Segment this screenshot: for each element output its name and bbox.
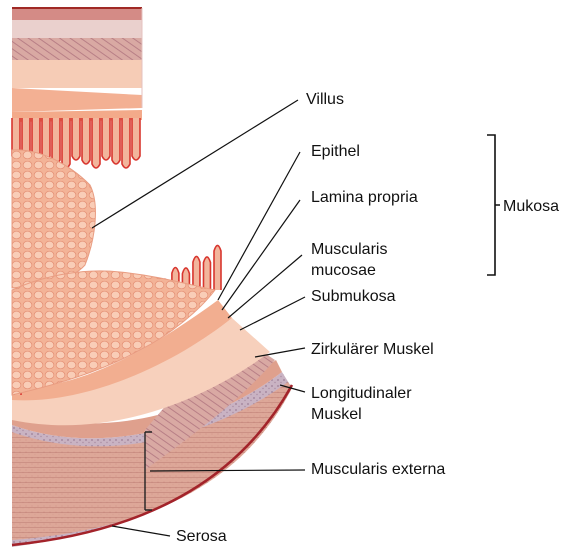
label-mukosa: Mukosa [503, 197, 559, 216]
label-longitudinaler-1: Longitudinaler [311, 384, 412, 403]
leader-epithel [218, 152, 300, 300]
label-epithel: Epithel [311, 142, 360, 161]
leader-serosa [112, 526, 170, 536]
villus-blob [12, 150, 95, 288]
label-zirkulaerer-muskel: Zirkulärer Muskel [311, 340, 434, 359]
label-serosa: Serosa [176, 527, 227, 546]
leader-lamina-propria [222, 200, 300, 310]
mukosa-bracket [487, 135, 500, 275]
leader-submukosa [240, 297, 305, 330]
label-muscularis-externa: Muscularis externa [311, 460, 445, 479]
label-muscularis-mucosae-2: mucosae [311, 261, 376, 280]
label-lamina-propria: Lamina propria [311, 188, 418, 207]
label-longitudinaler-2: Muskel [311, 405, 362, 424]
upper-wall-strip [12, 8, 142, 112]
label-muscularis-mucosae-1: Muscularis [311, 240, 387, 259]
label-villus: Villus [306, 90, 344, 109]
label-submukosa: Submukosa [311, 287, 396, 306]
